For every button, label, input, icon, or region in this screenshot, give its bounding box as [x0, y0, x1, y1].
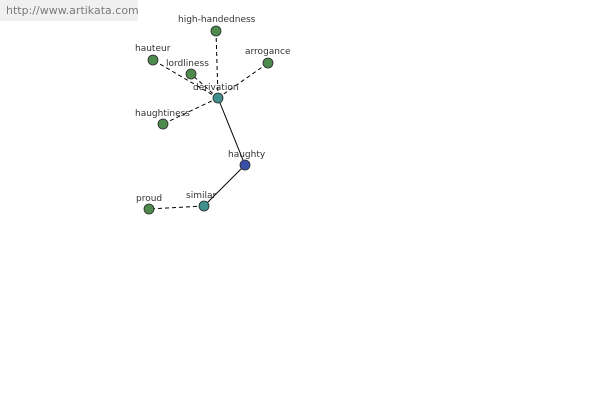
edges-layer	[148, 30, 269, 210]
edge-derivation-hauteur	[152, 59, 219, 99]
edge-derivation-haughtiness	[162, 97, 219, 125]
node-label-hauteur: hauteur	[135, 44, 171, 54]
node-label-similar: similar	[186, 191, 216, 201]
node-label-lordliness: lordliness	[166, 59, 209, 69]
edge-haughty-similar	[203, 164, 246, 207]
node-label-proud: proud	[136, 194, 162, 204]
node-label-haughtiness: haughtiness	[135, 109, 190, 119]
node-label-derivation: derivation	[193, 83, 239, 93]
node-derivation[interactable]	[212, 92, 224, 104]
node-label-high-handedness: high-handedness	[178, 15, 256, 25]
node-label-arrogance: arrogance	[245, 47, 291, 57]
nodes-layer	[143, 25, 274, 215]
node-hauteur[interactable]	[147, 54, 159, 66]
source-url: http://www.artikata.com	[6, 4, 139, 17]
node-arrogance[interactable]	[262, 57, 274, 69]
node-similar[interactable]	[198, 200, 210, 212]
edge-derivation-arrogance	[217, 62, 269, 99]
node-proud[interactable]	[143, 203, 155, 215]
source-banner: http://www.artikata.com	[0, 0, 139, 21]
edge-haughty-derivation	[217, 97, 246, 166]
node-lordliness[interactable]	[185, 68, 197, 80]
node-label-haughty: haughty	[228, 150, 266, 160]
edge-derivation-lordliness	[190, 73, 219, 99]
node-high-handedness[interactable]	[210, 25, 222, 37]
node-haughtiness[interactable]	[157, 118, 169, 130]
edge-similar-proud	[148, 205, 205, 210]
labels-layer: haughty derivation similar high-handedness h…	[135, 15, 291, 204]
node-haughty[interactable]	[239, 159, 251, 171]
